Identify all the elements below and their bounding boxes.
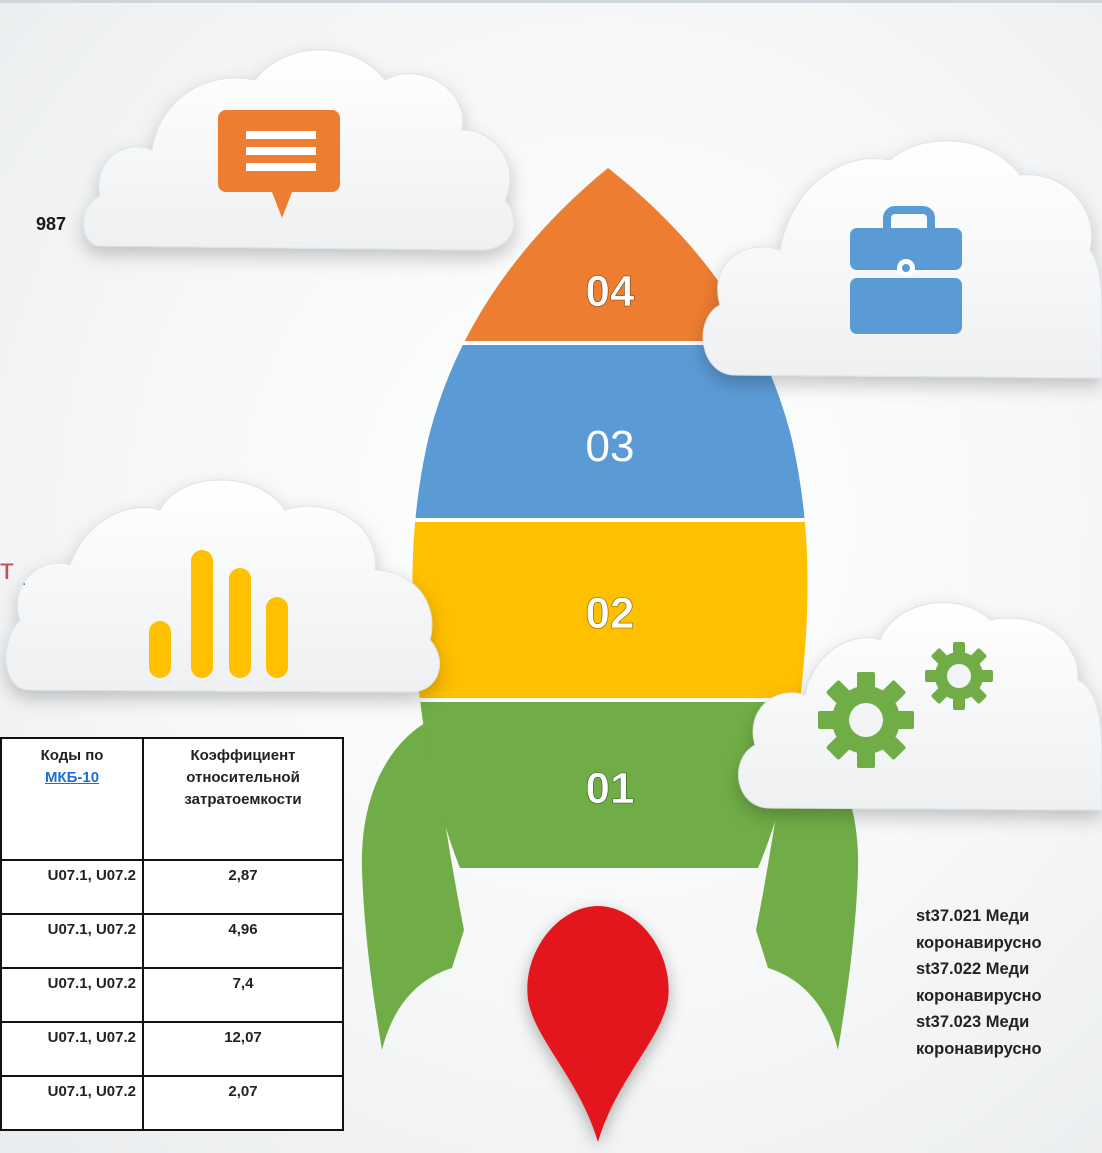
description-line: коронавирусно [916, 1039, 1042, 1058]
cell-coef: 4,96 [142, 913, 344, 969]
description-line: st37.022 Меди [916, 960, 1030, 978]
cell-coef: 12,07 [142, 1021, 344, 1077]
stray-letter-text: т [0, 553, 14, 586]
stage-label-02: 02 [586, 589, 635, 638]
header-coefficient: Коэффициент относительной затратоемкости [142, 737, 344, 861]
cell-codes: U07.1, U07.2 [0, 1075, 144, 1131]
gears-icon [818, 642, 993, 768]
bar-chart-icon [149, 550, 288, 678]
cell-codes: U07.1, U07.2 [0, 967, 144, 1023]
description-line: коронавирусно [916, 986, 1042, 1005]
cell-coef: 7,4 [142, 967, 344, 1023]
table-row: U07.1, U07.2 7,4 [0, 967, 344, 1023]
table-row: U07.1, U07.2 12,07 [0, 1021, 344, 1077]
briefcase-icon [850, 206, 962, 334]
cell-codes: U07.1, U07.2 [0, 913, 144, 969]
header-coef-line1: Коэффициент [190, 747, 296, 764]
message-icon [218, 110, 340, 218]
mkb10-link[interactable]: МКБ-10 [44, 769, 100, 786]
rocket-fin-left [361, 720, 464, 1050]
rocket-band-02 [412, 520, 808, 700]
top-border-line [0, 0, 1102, 3]
cell-coef: 2,07 [142, 1075, 344, 1131]
description-line: коронавирусно [916, 933, 1042, 952]
cloud-gears [738, 602, 1102, 811]
header-codes-prefix: Коды по [40, 747, 104, 764]
description-line: st37.023 Меди [916, 1013, 1030, 1031]
table-row: U07.1, U07.2 4,96 [0, 913, 344, 969]
stage-label-04: 04 [586, 267, 635, 316]
cell-codes: U07.1, U07.2 [0, 1021, 144, 1077]
stray-number-text: 987 [36, 214, 67, 234]
table-header-row: Коды по МКБ-10 Коэффициент относительной… [0, 737, 344, 861]
table-row: U07.1, U07.2 2,87 [0, 859, 344, 915]
header-coef-line3: затратоемкости [184, 791, 302, 808]
header-codes: Коды по МКБ-10 [0, 737, 144, 861]
description-line: st37.021 Меди [916, 907, 1030, 925]
cell-codes: U07.1, U07.2 [0, 859, 144, 915]
map-pin-icon [527, 906, 669, 1142]
stray-dot-text: . [22, 572, 27, 589]
header-coef-line2: относительной [186, 769, 300, 786]
coefficient-table: Коды по МКБ-10 Коэффициент относительной… [0, 737, 344, 1131]
cell-coef: 2,87 [142, 859, 344, 915]
stage-label-03: 03 [586, 422, 635, 471]
description-text-block: st37.021 Меди коронавирусно st37.022 Мед… [916, 903, 1042, 1062]
cloud-chart [5, 479, 440, 693]
stage-label-01: 01 [586, 764, 635, 813]
table-row: U07.1, U07.2 2,07 [0, 1075, 344, 1131]
